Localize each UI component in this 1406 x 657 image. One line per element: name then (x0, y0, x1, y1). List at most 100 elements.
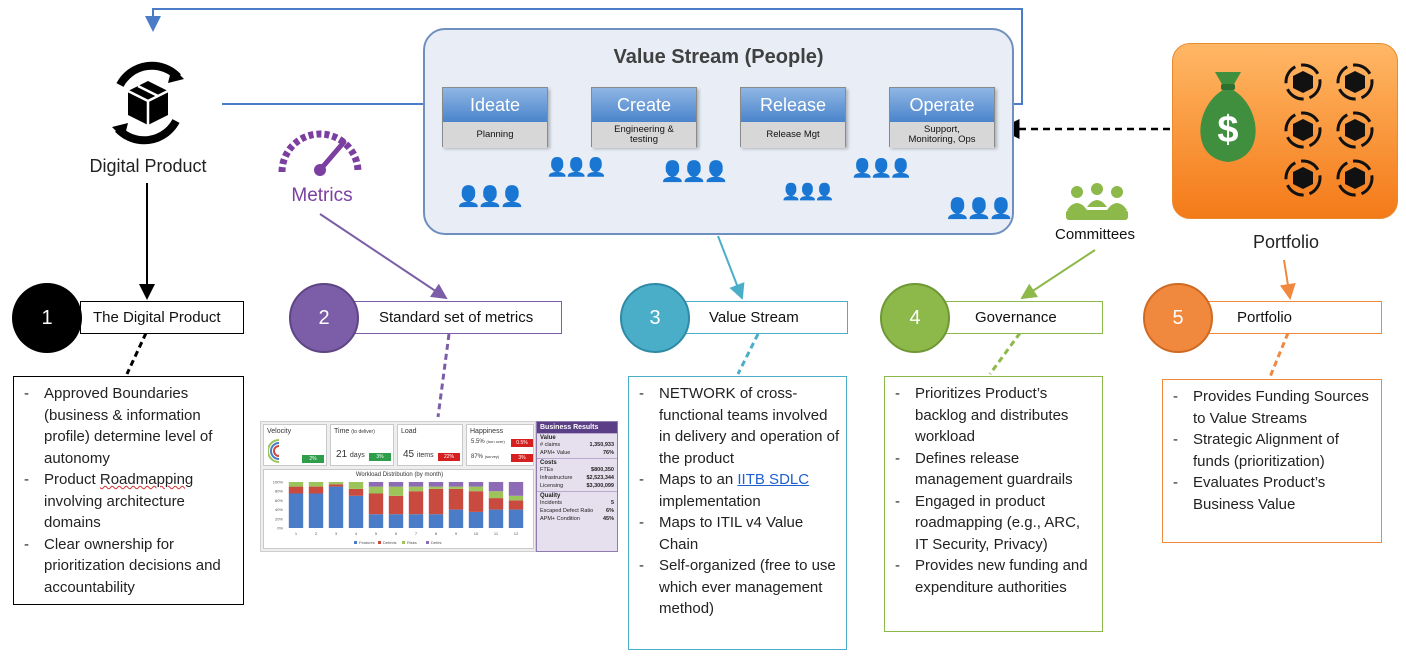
x-tick-label: 7 (415, 531, 418, 536)
stage-sub: Support, Monitoring, Ops (890, 122, 994, 148)
portfolio-card: Provides Funding Sources to Value Stream… (1162, 379, 1382, 543)
load-badge: 22% (438, 453, 460, 461)
x-tick-label: 12 (514, 531, 519, 536)
bar-segment-debts (428, 482, 444, 487)
stage-sub: Release Mgt (741, 122, 845, 148)
card-item: Prioritizes Product’s backlog and distri… (895, 383, 1096, 448)
bar-segment-defects (508, 500, 524, 510)
stage-create[interactable]: Create Engineering & testing (591, 87, 697, 148)
velocity-label: Velocity (267, 428, 292, 435)
pillar-5-tag: Portfolio (1190, 301, 1382, 334)
bar-segment-debts (448, 482, 464, 487)
time-badge: 3% (369, 453, 391, 461)
legend-label: Debts (431, 540, 441, 545)
card-item: Strategic Alignment of funds (prioritiza… (1173, 429, 1375, 472)
x-tick-label: 8 (435, 531, 438, 536)
y-tick-label: 100% (273, 480, 284, 485)
value-stream-card: NETWORK of cross-functional teams involv… (628, 376, 847, 650)
workload-chart-tile: Workload Distribution (by month) 100%80%… (263, 469, 534, 549)
bar-segment-defects (308, 486, 324, 494)
card-item: Evaluates Product’s Business Value (1173, 472, 1375, 515)
card-item: Self-organized (free to use which ever m… (639, 555, 840, 620)
team-icon: 👤👤👤 (945, 198, 1014, 220)
pillar-4-number: 4 (880, 283, 950, 353)
velocity-rings-icon (268, 439, 280, 463)
bar-segment-defects (348, 488, 364, 496)
legend-label: Features (359, 540, 375, 545)
money-bag-icon: $ (1200, 72, 1256, 162)
bar-segment-defects (388, 495, 404, 515)
bar-segment-debts (408, 482, 424, 487)
metric-row: Licensing$3,300,099 (540, 483, 614, 489)
products-grid-icon (1284, 63, 1374, 197)
bar-segment-features (468, 511, 484, 528)
x-tick-label: 2 (315, 531, 318, 536)
digital-product-icon (112, 61, 184, 145)
committees-label: Committees (1054, 226, 1136, 243)
bar-segment-debts (368, 482, 384, 487)
team-icon: 👤👤👤 (660, 161, 729, 183)
y-tick-label: 40% (275, 507, 283, 512)
card-item: NETWORK of cross-functional teams involv… (639, 383, 840, 469)
metric-row: FTEs$800,350 (540, 467, 614, 473)
business-results-title: Business Results (537, 422, 617, 433)
bar-segment-debts (488, 482, 504, 492)
section-heading: Costs (540, 460, 557, 466)
bar-segment-risks (508, 495, 524, 501)
stage-ideate[interactable]: Ideate Planning (442, 87, 548, 148)
section-heading: Quality (540, 493, 561, 499)
y-tick-label: 20% (275, 516, 283, 521)
bar-segment-debts (508, 482, 524, 496)
bar-segment-risks (388, 486, 404, 496)
bar-segment-defects (448, 488, 464, 510)
gauge-icon (278, 130, 362, 176)
metrics-label: Metrics (291, 185, 353, 206)
legend-label: Risks (407, 540, 417, 545)
svg-text:$: $ (1217, 109, 1238, 151)
time-tile: Time (to deliver) 21 days 3% (330, 424, 394, 466)
card-item: Provides Funding Sources to Value Stream… (1173, 386, 1375, 429)
bar-segment-features (308, 493, 324, 528)
metric-row: Infrastructure$2,523,344 (540, 475, 614, 481)
card-item: Approved Boundaries (business & informat… (24, 383, 237, 469)
stage-release[interactable]: Release Release Mgt (740, 87, 846, 148)
bar-segment-risks (308, 482, 324, 487)
bar-segment-features (388, 514, 404, 528)
pillar-5-number: 5 (1143, 283, 1213, 353)
card-item: Provides new funding and expenditure aut… (895, 555, 1096, 598)
pillar-4-tag: Governance (928, 301, 1103, 334)
bar-segment-risks (428, 486, 444, 489)
card-item: Maps to an IITB SDLC implementation (639, 469, 840, 512)
bar-segment-debts (468, 482, 484, 487)
x-tick-label: 1 (295, 531, 298, 536)
bar-segment-defects (488, 498, 504, 510)
team-icon: 👤👤👤 (781, 184, 835, 201)
bar-segment-defects (468, 491, 484, 512)
bar-segment-defects (288, 486, 304, 494)
stage-sub: Planning (443, 122, 547, 148)
happiness-tile: Happiness 5.5% (turn over) 0.5% 87% (sur… (466, 424, 534, 466)
bar-segment-features (448, 509, 464, 528)
y-tick-label: 80% (275, 489, 283, 494)
team-icon: 👤👤👤 (546, 157, 607, 177)
velocity-badge: 2% (302, 455, 324, 463)
bar-segment-risks (488, 491, 504, 499)
stage-operate[interactable]: Operate Support, Monitoring, Ops (889, 87, 995, 148)
squiggle-word: Roadmapping (99, 471, 194, 488)
pillar-2-tag: Standard set of metrics (344, 301, 562, 334)
stage-name: Create (592, 88, 696, 122)
committees-icon (1066, 183, 1128, 220)
legend-swatch (402, 541, 405, 544)
iitb-sdlc-link[interactable]: IITB SDLC (737, 471, 810, 488)
stage-sub: Engineering & testing (592, 122, 696, 148)
pillar-3-number: 3 (620, 283, 690, 353)
pillar-1-number: 1 (12, 283, 82, 353)
bar-segment-features (288, 493, 304, 528)
portfolio-label: Portfolio (1252, 232, 1320, 252)
team-icon: 👤👤👤 (851, 158, 912, 178)
